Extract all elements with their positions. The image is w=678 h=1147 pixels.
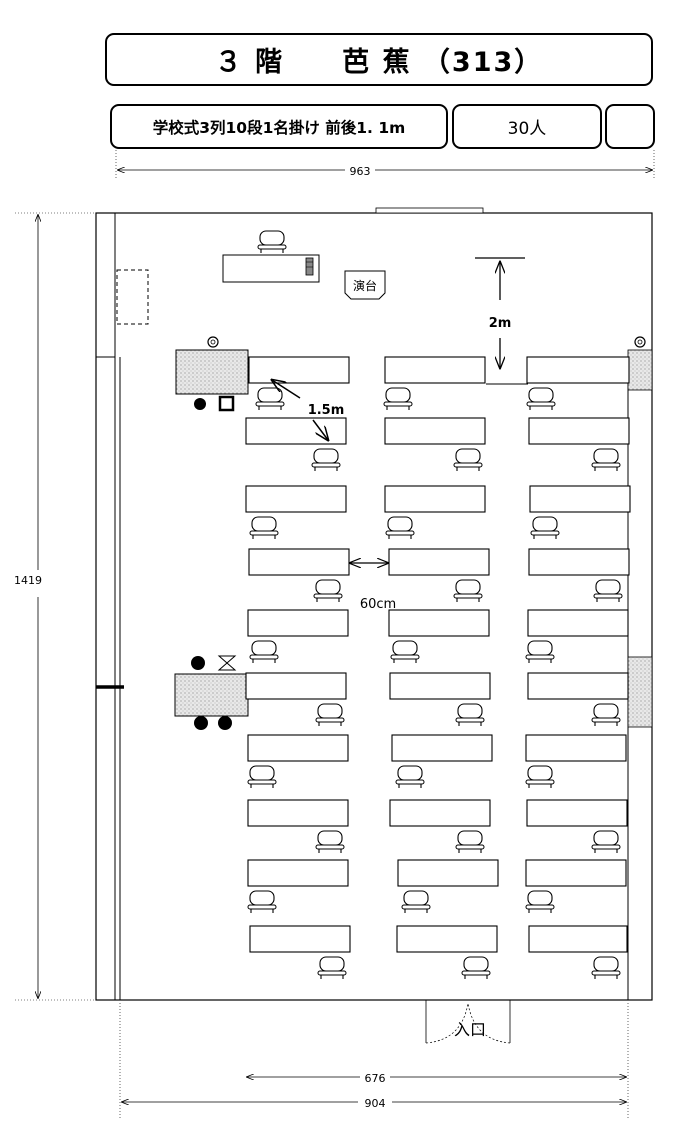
title-text: ３ 階 芭 蕉 （313） [214, 47, 544, 78]
chair-icon [257, 230, 287, 253]
desk [389, 799, 491, 827]
chair-icon [591, 830, 621, 853]
desk-grid [245, 230, 631, 979]
desk [527, 672, 629, 700]
desk [245, 485, 347, 513]
chair-icon [526, 387, 556, 410]
desk [525, 734, 627, 762]
desk [528, 548, 630, 576]
measure-annotations: 1.5m 60cm [272, 380, 396, 612]
chair-icon [591, 448, 621, 471]
dimension-bottom-outer-text: 904 [365, 1097, 386, 1110]
desk [248, 548, 350, 576]
chair-icon [395, 765, 425, 788]
chair-icon [461, 956, 491, 979]
desk [525, 859, 627, 887]
desk [245, 672, 347, 700]
desk [396, 925, 498, 953]
extra-label [605, 104, 655, 149]
chair-icon [390, 640, 420, 663]
entrance-text: 入口 [454, 1020, 486, 1039]
chair-icon [530, 516, 560, 539]
desk [248, 356, 350, 384]
desk [391, 734, 493, 762]
chair-icon [591, 956, 621, 979]
desk [527, 609, 629, 637]
desk [247, 734, 349, 762]
chair-icon [255, 387, 285, 410]
chair-icon [455, 830, 485, 853]
desk [384, 356, 486, 384]
chair-icon [525, 640, 555, 663]
desk [384, 485, 486, 513]
front-area: 演台 2m [222, 254, 528, 385]
chair-icon [249, 516, 279, 539]
desk [249, 925, 351, 953]
podium-text: 演台 [353, 278, 377, 293]
chair-icon [591, 703, 621, 726]
entrance: 入口 [425, 1000, 511, 1044]
microphone-icon [305, 257, 314, 276]
layout-label: 学校式3列10段1名掛け 前後1. 1m [110, 104, 448, 149]
desk [247, 859, 349, 887]
dimension-top-text: 963 [350, 165, 371, 178]
desk [528, 925, 628, 953]
chair-icon [247, 890, 277, 913]
desk [526, 356, 630, 384]
chair-icon [311, 448, 341, 471]
dimension-left: 1419 [14, 212, 96, 1001]
desk [247, 799, 349, 827]
capacity-text: 30人 [507, 119, 547, 139]
chair-icon [249, 640, 279, 663]
dimension-bottom-inner-text: 676 [365, 1072, 386, 1085]
desk [247, 609, 349, 637]
chair-icon [525, 890, 555, 913]
chair-icon [385, 516, 415, 539]
dimension-bottom: 676 904 [119, 1003, 629, 1120]
layout-text: 学校式3列10段1名掛け 前後1. 1m [152, 118, 406, 137]
desk [389, 672, 491, 700]
front-gap-text: 2m [489, 316, 512, 331]
chair-icon [593, 579, 623, 602]
chair-icon [453, 448, 483, 471]
chair-icon [317, 956, 347, 979]
desk [526, 799, 628, 827]
chair-icon [401, 890, 431, 913]
diag-gap-text: 1.5m [308, 403, 345, 418]
desk [388, 609, 490, 637]
page-title: ３ 階 芭 蕉 （313） [105, 33, 653, 86]
chair-icon [315, 830, 345, 853]
chair-icon [315, 703, 345, 726]
chair-icon [455, 703, 485, 726]
chair-icon [525, 765, 555, 788]
desk [245, 417, 347, 445]
podium: 演台 [344, 270, 386, 300]
desk [384, 417, 486, 445]
chair-icon [383, 387, 413, 410]
desk [397, 859, 499, 887]
dimension-top: 963 [115, 150, 655, 180]
chair-icon [313, 579, 343, 602]
capacity-label: 30人 [452, 104, 602, 149]
aisle-gap-text: 60cm [360, 597, 396, 612]
desk [388, 548, 490, 576]
desk [529, 485, 631, 513]
chair-icon [453, 579, 483, 602]
front-gap-dimension: 2m [475, 257, 528, 385]
chair-icon [247, 765, 277, 788]
dimension-left-text: 1419 [14, 574, 42, 587]
desk [528, 417, 630, 445]
